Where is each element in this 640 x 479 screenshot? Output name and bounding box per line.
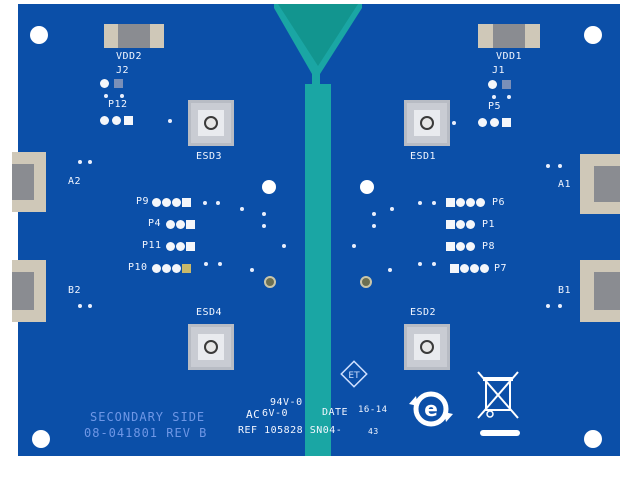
mount-hole-top-left	[30, 26, 48, 44]
flammability-94v0: 94V-0	[270, 397, 303, 408]
part-number-text: 08-041801 REV B	[84, 426, 208, 440]
b1-connector	[580, 260, 620, 322]
mount-hole-bottom-left	[32, 430, 50, 448]
flammability-ac: AC	[246, 408, 261, 421]
a2-connector	[12, 152, 46, 212]
weee-bin-icon	[477, 371, 520, 436]
sn-suffix: 43	[368, 427, 379, 436]
p5-label: P5	[488, 101, 502, 112]
b2-connector	[12, 260, 46, 322]
a1-label: A1	[558, 179, 572, 190]
probe-label-right: P6	[492, 197, 506, 208]
et-logo-icon: ET	[340, 360, 368, 388]
j1-label: J1	[492, 65, 506, 76]
probe-label-left: P10	[128, 262, 148, 273]
j2-pin	[114, 79, 123, 88]
j1-pin	[502, 80, 511, 89]
probe-label-left: P11	[142, 240, 162, 251]
esd1-label: ESD1	[410, 151, 437, 162]
vdd1-connector	[478, 24, 540, 48]
esd1-pad	[404, 100, 450, 146]
vdd2-label: VDD2	[116, 51, 143, 62]
ref-text: REF 105828 SN04-	[238, 425, 343, 436]
ground-pad-left	[264, 276, 276, 288]
esd3-pad	[188, 100, 234, 146]
esd2-label: ESD2	[410, 307, 437, 318]
b2-label: B2	[68, 285, 82, 296]
center-hole-left	[262, 180, 276, 194]
center-channel	[274, 4, 362, 456]
probe-label-left: P4	[148, 218, 162, 229]
svg-text:ET: ET	[348, 371, 360, 381]
esd3-label: ESD3	[196, 151, 223, 162]
esd2-pad	[404, 324, 450, 370]
secondary-side-text: SECONDARY SIDE	[90, 410, 206, 424]
ground-pad-right	[360, 276, 372, 288]
j2-label: J2	[116, 65, 130, 76]
vdd2-connector	[104, 24, 164, 48]
svg-text:e: e	[424, 397, 438, 421]
vdd1-label: VDD1	[496, 51, 523, 62]
a1-connector	[580, 154, 620, 214]
flammability-6v0: 6V-0	[262, 408, 289, 419]
center-hole-right	[360, 180, 374, 194]
probe-label-right: P7	[494, 263, 508, 274]
esd4-label: ESD4	[196, 307, 223, 318]
pcb-board: VDD2 VDD1 A2 B2 A1 B1 J2 J1 P12 P5 ESD3 …	[12, 4, 620, 456]
mount-hole-bottom-right	[584, 430, 602, 448]
esd4-pad	[188, 324, 234, 370]
recycle-e-icon: e	[409, 391, 453, 427]
probe-label-left: P9	[136, 196, 150, 207]
a2-label: A2	[68, 176, 82, 187]
probe-label-right: P1	[482, 219, 496, 230]
j2-pin	[100, 79, 109, 88]
date-value: 16-14	[358, 405, 388, 415]
probe-label-right: P8	[482, 241, 496, 252]
p12-label: P12	[108, 99, 128, 110]
date-label: DATE	[322, 407, 349, 418]
mount-hole-top-right	[584, 26, 602, 44]
b1-label: B1	[558, 285, 572, 296]
j1-pin	[488, 80, 497, 89]
